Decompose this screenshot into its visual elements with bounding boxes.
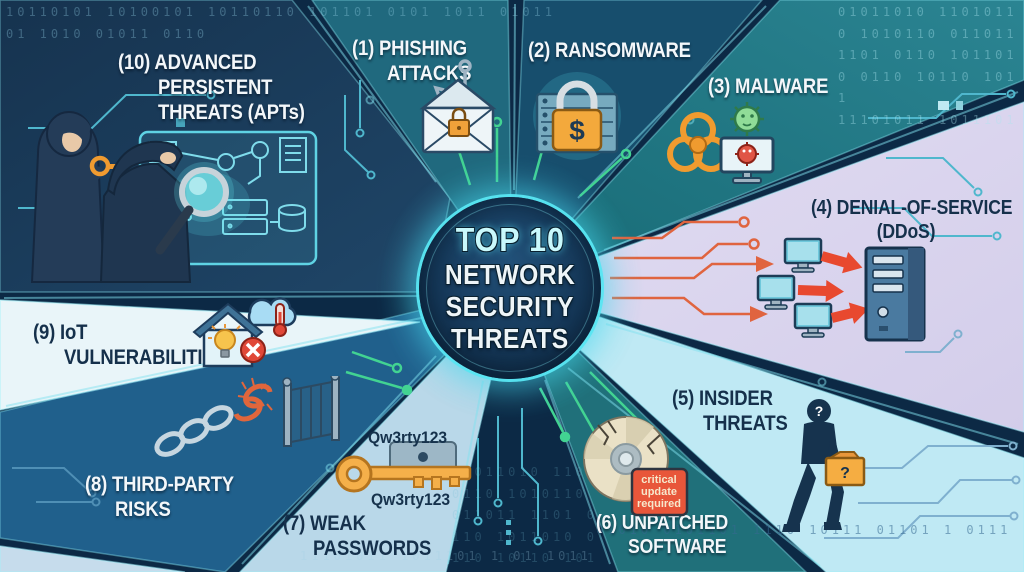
label-third-party-line2: RISKS xyxy=(115,498,171,522)
padlock-icon: $ xyxy=(551,80,603,152)
target-server-icon xyxy=(864,246,926,342)
insider-icon: ? ? xyxy=(782,399,866,532)
label-phishing: (1) PHISHING ATTACKS xyxy=(352,36,483,86)
badge-line-3: required xyxy=(637,498,681,510)
label-apt-line3: THREATS (APTs) xyxy=(158,101,305,125)
biohazard-icon xyxy=(667,112,729,172)
label-ransomware: (2) RANSOMWARE xyxy=(528,38,713,63)
label-weak-line2: PASSWORDS xyxy=(313,537,432,561)
error-x-icon xyxy=(240,337,266,363)
third-party-icon xyxy=(154,376,340,457)
hacker-back-figure xyxy=(30,111,122,283)
label-ddos: (4) DENIAL-OF-SERVICE (DDoS) xyxy=(798,196,1014,244)
center-title-top: TOP 10 xyxy=(455,220,565,258)
binary-row: 01011010 11010110 1010110 011011 1101 01… xyxy=(452,465,598,562)
cloud-icon xyxy=(247,297,297,327)
dollar-symbol: $ xyxy=(569,115,585,146)
binary-row: 01011010 11010110 1010110 011011 1101 01… xyxy=(838,5,1018,106)
binary-row: 01010 0101101 1110 10111 01101 1 0111 xyxy=(596,523,1012,537)
virus-icon xyxy=(730,102,764,136)
label-iot-line1: (9) IoT xyxy=(33,321,88,344)
binary-decoration: 01011010 11010110 1010110 011011 1101 01… xyxy=(452,462,602,562)
unpatched-software-icon: critical update required xyxy=(583,416,689,517)
label-third-party-line1: (8) THIRD-PARTY xyxy=(85,473,234,496)
label-weak-line1: (7) WEAK xyxy=(283,512,366,535)
label-weak-passwords: (7) WEAK PASSWORDS xyxy=(283,511,447,561)
ransomware-icon: $ xyxy=(533,72,621,160)
envelope-icon xyxy=(419,78,497,154)
center-title-network: NETWORK xyxy=(444,258,576,290)
label-unpatched: (6) UNPATCHED SOFTWARE xyxy=(596,511,746,559)
smart-home-icon xyxy=(192,302,266,368)
weak-password-key-icon xyxy=(335,441,472,493)
thermometer-icon xyxy=(273,303,287,337)
label-phishing-line2: ATTACKS xyxy=(387,62,472,86)
center-title-security: SECURITY xyxy=(445,290,575,322)
binary-decoration: 01011010 11010110 1010110 011011 1101 01… xyxy=(838,2,1020,132)
label-malware: (3) MALWARE xyxy=(708,74,845,99)
corner-bottom-left xyxy=(0,545,186,572)
question-mark-folder: ? xyxy=(840,465,850,482)
password-tag xyxy=(389,441,457,473)
label-ddos-line1: (4) DENIAL-OF-SERVICE xyxy=(810,197,1013,219)
wedge-insider xyxy=(511,287,1024,572)
attack-arrows-icon xyxy=(797,251,869,324)
iot-icon xyxy=(192,297,297,368)
infected-monitor-icon xyxy=(719,136,775,184)
malware-icon xyxy=(667,102,775,184)
wedge-ddos xyxy=(509,101,1024,433)
label-ddos-line2: (DDoS) xyxy=(876,221,936,243)
center-title-circle: TOP 10 NETWORK SECURITY THREATS xyxy=(419,197,601,379)
broken-chain-icon xyxy=(154,377,273,457)
label-third-party: (8) THIRD-PARTY RISKS xyxy=(85,472,254,522)
apt-hackers-icon xyxy=(30,111,318,283)
label-ransomware-line1: (2) RANSOMWARE xyxy=(528,39,691,62)
badge-line-1: critical xyxy=(641,474,676,486)
binary-row: 10110101 10100101 10110110 101101 0101 1… xyxy=(6,5,557,41)
label-apt-line2: PERSISTENT xyxy=(158,76,273,100)
circuit-traces-third-party xyxy=(12,467,101,507)
weak-password-text-below: Qw3rty123 xyxy=(371,490,451,509)
label-malware-line1: (3) MALWARE xyxy=(708,75,829,98)
binary-decoration: 10110101 10100101 10110110 101101 0101 1… xyxy=(6,2,566,45)
badge-line-2: update xyxy=(641,486,677,498)
weak-password-text-above: Qw3rty123 xyxy=(368,428,448,447)
binary-decoration: 11101011 1011101 1 01 10110101 11011 0 0… xyxy=(300,546,600,570)
label-insider-line2: THREATS xyxy=(703,412,788,436)
attacker-computers-icon xyxy=(756,237,833,338)
circuit-traces-light xyxy=(824,329,1021,539)
phishing-icon xyxy=(419,59,497,154)
label-iot: (9) IoT VULNERABILITIES xyxy=(33,320,249,370)
label-apt: (10) ADVANCED PERSISTENT THREATS (APTs) xyxy=(118,50,325,126)
binary-decoration: 01010 0101101 1110 10111 01101 1 0111 xyxy=(596,520,1016,568)
binary-row: 11101011 1011101 1 01 10110101 11011 0 0… xyxy=(838,112,1018,127)
magnifying-glass-icon xyxy=(155,162,234,255)
binary-row: 11101011 1011101 1 01 10110101 11011 0 0… xyxy=(300,549,592,563)
lock-icon xyxy=(448,107,470,137)
circuit-traces-orange xyxy=(610,216,774,322)
label-insider: (5) INSIDER THREATS xyxy=(672,386,799,436)
label-unpatched-line1: (6) UNPATCHED xyxy=(596,512,728,534)
label-apt-line1: (10) ADVANCED xyxy=(118,51,257,74)
lightbulb-icon xyxy=(208,324,241,358)
question-folder-icon: ? xyxy=(824,451,866,487)
key-icon xyxy=(335,455,472,493)
label-insider-line1: (5) INSIDER xyxy=(672,387,773,410)
ddos-icon xyxy=(756,237,926,342)
label-unpatched-line2: SOFTWARE xyxy=(628,536,727,558)
label-iot-line2: VULNERABILITIES xyxy=(64,346,227,370)
gate-icon xyxy=(282,376,340,447)
critical-update-badge: critical update required xyxy=(630,467,689,517)
question-mark-head: ? xyxy=(815,403,824,419)
center-title-threats: THREATS xyxy=(451,323,569,355)
label-phishing-line1: (1) PHISHING xyxy=(352,37,467,60)
hacker-front-figure xyxy=(99,140,234,283)
